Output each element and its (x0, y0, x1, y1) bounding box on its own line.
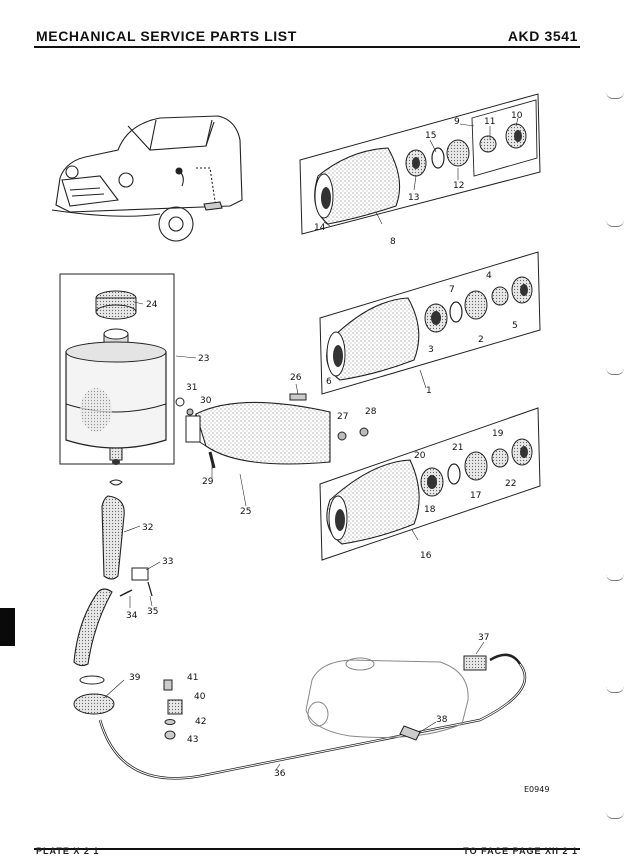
callout-10: 10 (511, 111, 523, 121)
callout-11: 11 (484, 117, 495, 127)
margin-mark (606, 686, 624, 693)
callout-43: 43 (187, 735, 198, 745)
callout-13: 13 (408, 193, 419, 203)
callout-1: 1 (426, 386, 432, 396)
callout-23: 23 (198, 354, 209, 364)
callout-7: 7 (449, 285, 455, 295)
margin-mark (606, 220, 624, 227)
callout-20: 20 (414, 451, 426, 461)
margin-mark (606, 92, 624, 99)
document-code: AKD 3541 (507, 28, 578, 44)
header-rule (34, 46, 580, 48)
facing-page-reference: TO FACE PAGE XII 2 1 (463, 846, 578, 856)
footer-rule (34, 848, 580, 850)
mounting-strap (175, 393, 369, 469)
master-cylinder (305, 657, 469, 741)
assembly-box-lower (319, 407, 541, 561)
callout-31: 31 (186, 383, 197, 393)
callout-33: 33 (162, 557, 173, 567)
callout-41: 41 (187, 673, 198, 683)
callout-5: 5 (512, 321, 518, 331)
callout-9: 9 (454, 117, 460, 127)
leader-lines (103, 117, 519, 771)
page-title: MECHANICAL SERVICE PARTS LIST (36, 28, 297, 44)
page-header: MECHANICAL SERVICE PARTS LIST AKD 3541 (36, 22, 578, 44)
callout-4: 4 (486, 271, 492, 281)
callout-2: 2 (478, 335, 484, 345)
callout-22: 22 (505, 479, 516, 489)
margin-mark (606, 812, 624, 819)
callout-26: 26 (290, 373, 302, 383)
callout-28: 28 (365, 407, 377, 417)
margin-mark (606, 368, 624, 375)
callout-18: 18 (424, 505, 436, 515)
callout-16: 16 (420, 551, 432, 561)
callout-37: 37 (478, 633, 489, 643)
callout-36: 36 (274, 769, 286, 779)
plate-number: PLATE X 2 1 (36, 846, 100, 856)
callout-32: 32 (142, 523, 153, 533)
assembly-box-middle (319, 251, 541, 395)
page-footer: PLATE X 2 1 TO FACE PAGE XII 2 1 (36, 846, 578, 858)
callout-17: 17 (470, 491, 481, 501)
reservoir-panel (59, 273, 175, 465)
callout-8: 8 (390, 237, 396, 247)
callout-38: 38 (436, 715, 448, 725)
callout-19: 19 (492, 429, 504, 439)
callout-30: 30 (200, 396, 212, 406)
callout-25: 25 (240, 507, 251, 517)
fittings-40-43 (163, 679, 183, 740)
callout-6: 6 (326, 377, 332, 387)
callout-24: 24 (146, 300, 158, 310)
callout-3: 3 (428, 345, 434, 355)
drawing-code: E0949 (524, 785, 549, 794)
car-illustration (51, 115, 243, 242)
margin-mark (606, 574, 624, 581)
callout-40: 40 (194, 692, 206, 702)
callout-35: 35 (147, 607, 158, 617)
callout-27: 27 (337, 412, 348, 422)
assembly-box-upper (299, 93, 541, 235)
callout-15: 15 (425, 131, 436, 141)
callout-14: 14 (314, 223, 326, 233)
section-tab-marker (0, 608, 15, 646)
callout-39: 39 (129, 673, 141, 683)
hose-assembly (73, 479, 527, 780)
callout-34: 34 (126, 611, 138, 621)
callout-12: 12 (453, 181, 464, 191)
callout-29: 29 (202, 477, 214, 487)
callout-42: 42 (195, 717, 206, 727)
callout-21: 21 (452, 443, 463, 453)
